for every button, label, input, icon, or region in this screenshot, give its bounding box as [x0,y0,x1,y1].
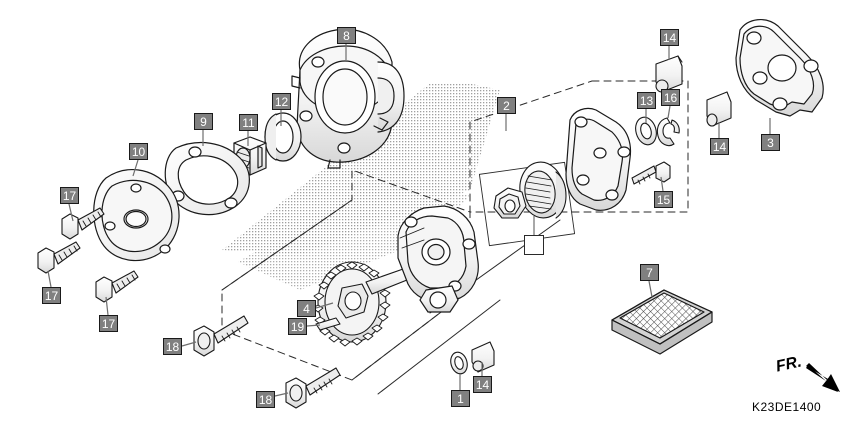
callout-pump-assembly-group-2[interactable]: 2 [497,97,516,114]
callout-dowel-pin-14[interactable]: 14 [710,138,729,155]
callout-pump-screw-15[interactable]: 15 [654,191,673,208]
part-code-label: K23DE1400 [752,400,822,414]
part-17-flange-bolt-1 [61,207,105,240]
leader-line [667,105,671,119]
callout-mounting-bolt-18[interactable]: 18 [256,391,275,408]
part-17-flange-bolt-2 [37,241,81,274]
leader-line [181,341,197,347]
callout-driven-gear-4[interactable]: 4 [297,300,316,317]
part-19-dowel-pin-key [315,317,341,331]
callout-leader-lines [47,44,771,397]
callout-pump-gasket-9[interactable]: 9 [194,113,213,130]
part-14-dowel-pin-c [471,341,495,373]
pump-body-center [397,205,479,313]
callout-pump-cover-plate-10[interactable]: 10 [129,143,148,160]
callout-flange-bolt-17[interactable]: 17 [99,315,118,332]
leader-line [306,324,321,327]
part-9-pump-gasket [164,141,250,216]
part-7-oil-strainer-screen [611,289,713,355]
leader-line [68,203,74,222]
callout-snap-ring-clip-16[interactable]: 16 [661,89,680,106]
callout-seal-ring-1[interactable]: 1 [451,390,470,407]
part-18-mounting-bolt-1 [193,315,249,357]
leader-line [648,280,653,298]
part-18-mounting-bolt-2 [285,367,341,409]
part-14-dowel-pin-a [655,55,683,93]
part-13-thrust-washer [635,116,657,146]
callout-pump-body-plate-3[interactable]: 3 [761,134,780,151]
callout-thrust-washer-13[interactable]: 13 [637,92,656,109]
leader-line [660,176,664,192]
part-16-snap-ring-clip [656,117,680,147]
leader-line [47,270,52,288]
callout-oil-strainer-screen-7[interactable]: 7 [640,264,659,281]
rotor-set [478,161,576,247]
part-1-seal-ring [450,351,468,375]
leader-line [274,392,289,397]
pump-plate-center-right [565,107,632,211]
leader-line [105,296,109,316]
callout-pump-housing-flange-8[interactable]: 8 [337,27,356,44]
callout-dowel-pin-key-19[interactable]: 19 [288,318,307,335]
callout-dowel-pin-14[interactable]: 14 [473,376,492,393]
part-3-pump-body-plate [735,19,824,117]
callout-oil-seal-12[interactable]: 12 [272,93,291,110]
part-17-flange-bolt-3 [95,270,139,303]
part-12-oil-seal [264,112,302,162]
part-15-pump-screw [631,161,671,185]
part-14-dowel-pin-b [706,91,732,127]
fr-direction-arrow [806,363,840,392]
part-10-pump-cover-plate [93,169,180,262]
callout-flange-bolt-17[interactable]: 17 [42,287,61,304]
callout-dowel-pin-14[interactable]: 14 [660,29,679,46]
callout-unlabeled[interactable] [524,235,544,255]
callout-relief-valve-fitting-11[interactable]: 11 [239,114,258,131]
leader-line [132,159,139,177]
leader-line [315,302,334,309]
callout-flange-bolt-17[interactable]: 17 [60,187,79,204]
shading-plane [222,83,500,290]
part-8-pump-housing-flange [291,28,405,169]
callout-mounting-bolt-18[interactable]: 18 [163,338,182,355]
